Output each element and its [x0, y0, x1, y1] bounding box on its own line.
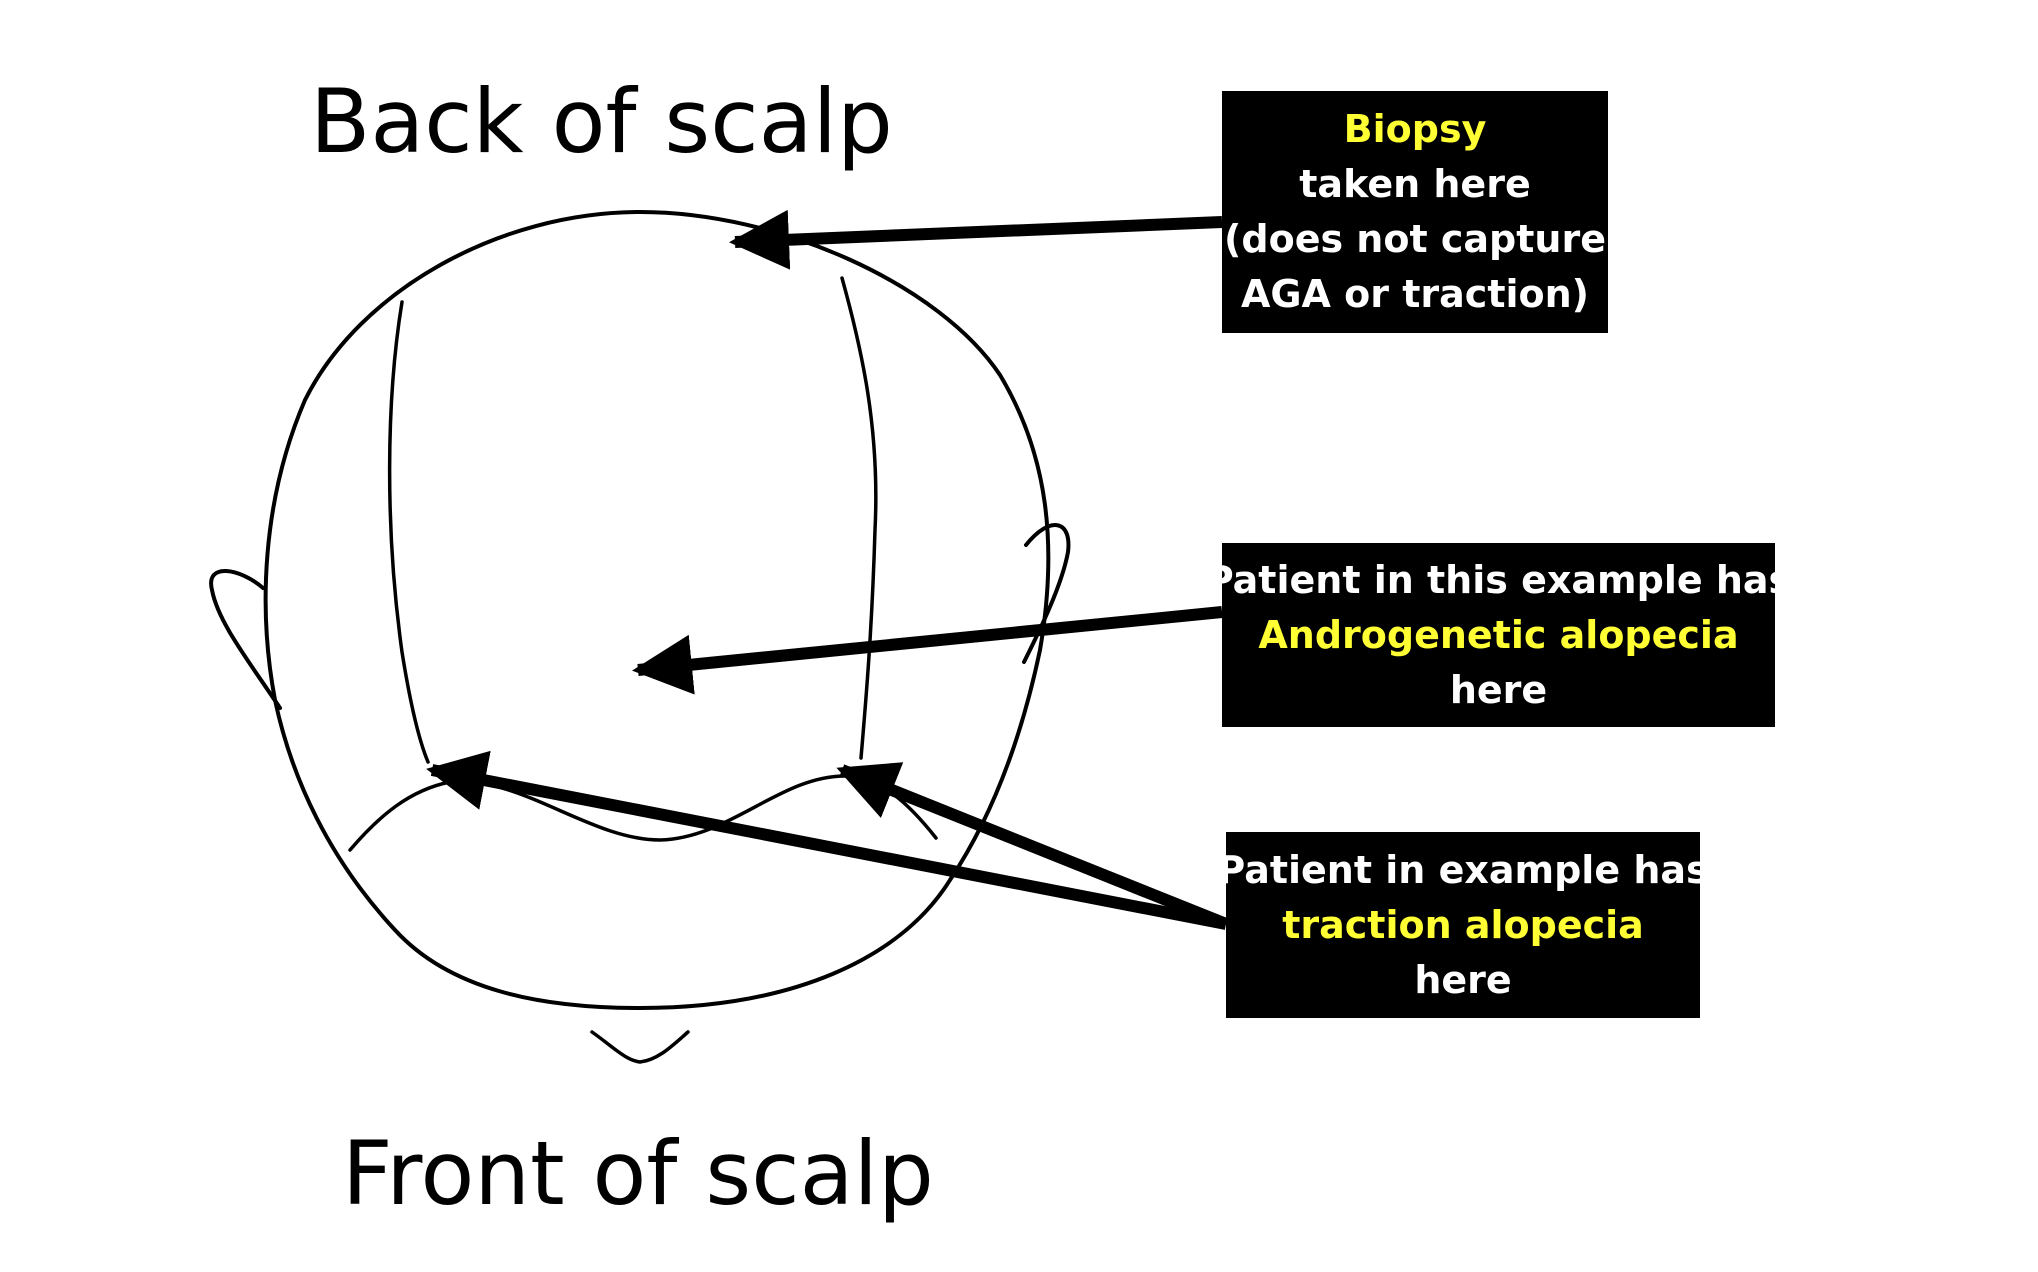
traction-callout-line-1: Patient in example has: [1217, 847, 1709, 892]
biopsy-callout-line-4: AGA or traction): [1240, 272, 1590, 316]
right-part-line: [840, 276, 878, 760]
biopsy-callout: Biopsy taken here (does not capture AGA …: [1222, 91, 1608, 333]
nose: [590, 1030, 690, 1064]
biopsy-callout-line-3: (does not capture: [1224, 217, 1606, 261]
pointer-arrows: [426, 209, 1229, 930]
skull-outline: [263, 210, 1051, 1010]
biopsy-arrow: [729, 209, 1223, 270]
front-of-scalp-title: Front of scalp: [342, 1122, 934, 1225]
back-of-scalp-title: Back of scalp: [310, 70, 893, 173]
aga-arrow: [632, 606, 1223, 695]
biopsy-callout-line-1: Biopsy: [1343, 107, 1487, 151]
aga-callout-line-3: here: [1449, 667, 1548, 712]
aga-callout-line-1: Patient in this example has: [1205, 557, 1792, 602]
traction-arrow-left: [426, 750, 1228, 930]
androgenetic-alopecia-callout: Patient in this example has Androgenetic…: [1206, 543, 1791, 727]
biopsy-callout-line-2: taken here: [1299, 162, 1531, 206]
left-ear: [209, 569, 282, 710]
traction-callout-line-3: here: [1414, 957, 1512, 1002]
aga-callout-line-2: Androgenetic alopecia: [1258, 612, 1739, 657]
head-outline-drawing: [209, 210, 1071, 1064]
left-part-line: [387, 300, 430, 764]
traction-arrow-right: [836, 762, 1229, 930]
traction-callout-line-2: traction alopecia: [1282, 902, 1644, 947]
traction-alopecia-callout: Patient in example has traction alopecia…: [1217, 832, 1709, 1018]
